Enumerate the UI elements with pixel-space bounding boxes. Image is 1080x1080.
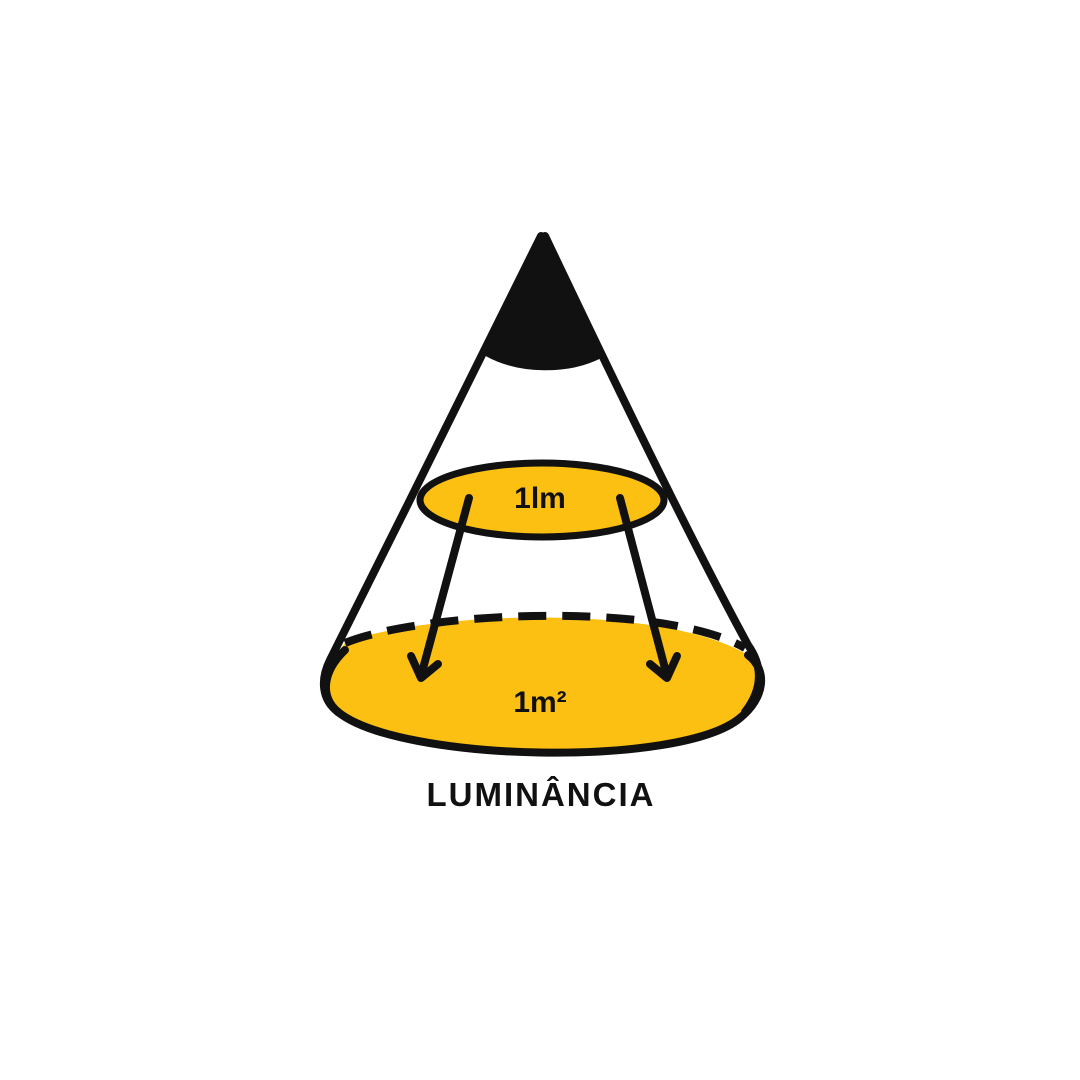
area-label: 1m² <box>513 686 566 719</box>
base-area-back-dashed <box>343 611 747 652</box>
solid-angle-wedge <box>485 232 602 371</box>
flux-ellipse <box>416 459 668 541</box>
arrow-right-shaft <box>616 494 671 680</box>
base-area-fill <box>325 617 762 753</box>
base-area-outline-left <box>321 646 349 716</box>
arrow-left-head <box>407 652 442 682</box>
flux-label: 1lm <box>514 482 566 515</box>
diagram-caption: LUMINÂNCIA <box>427 776 656 813</box>
base-area-outline <box>334 651 766 757</box>
arrow-right-head <box>646 652 681 682</box>
arrow-left-shaft <box>417 494 473 680</box>
